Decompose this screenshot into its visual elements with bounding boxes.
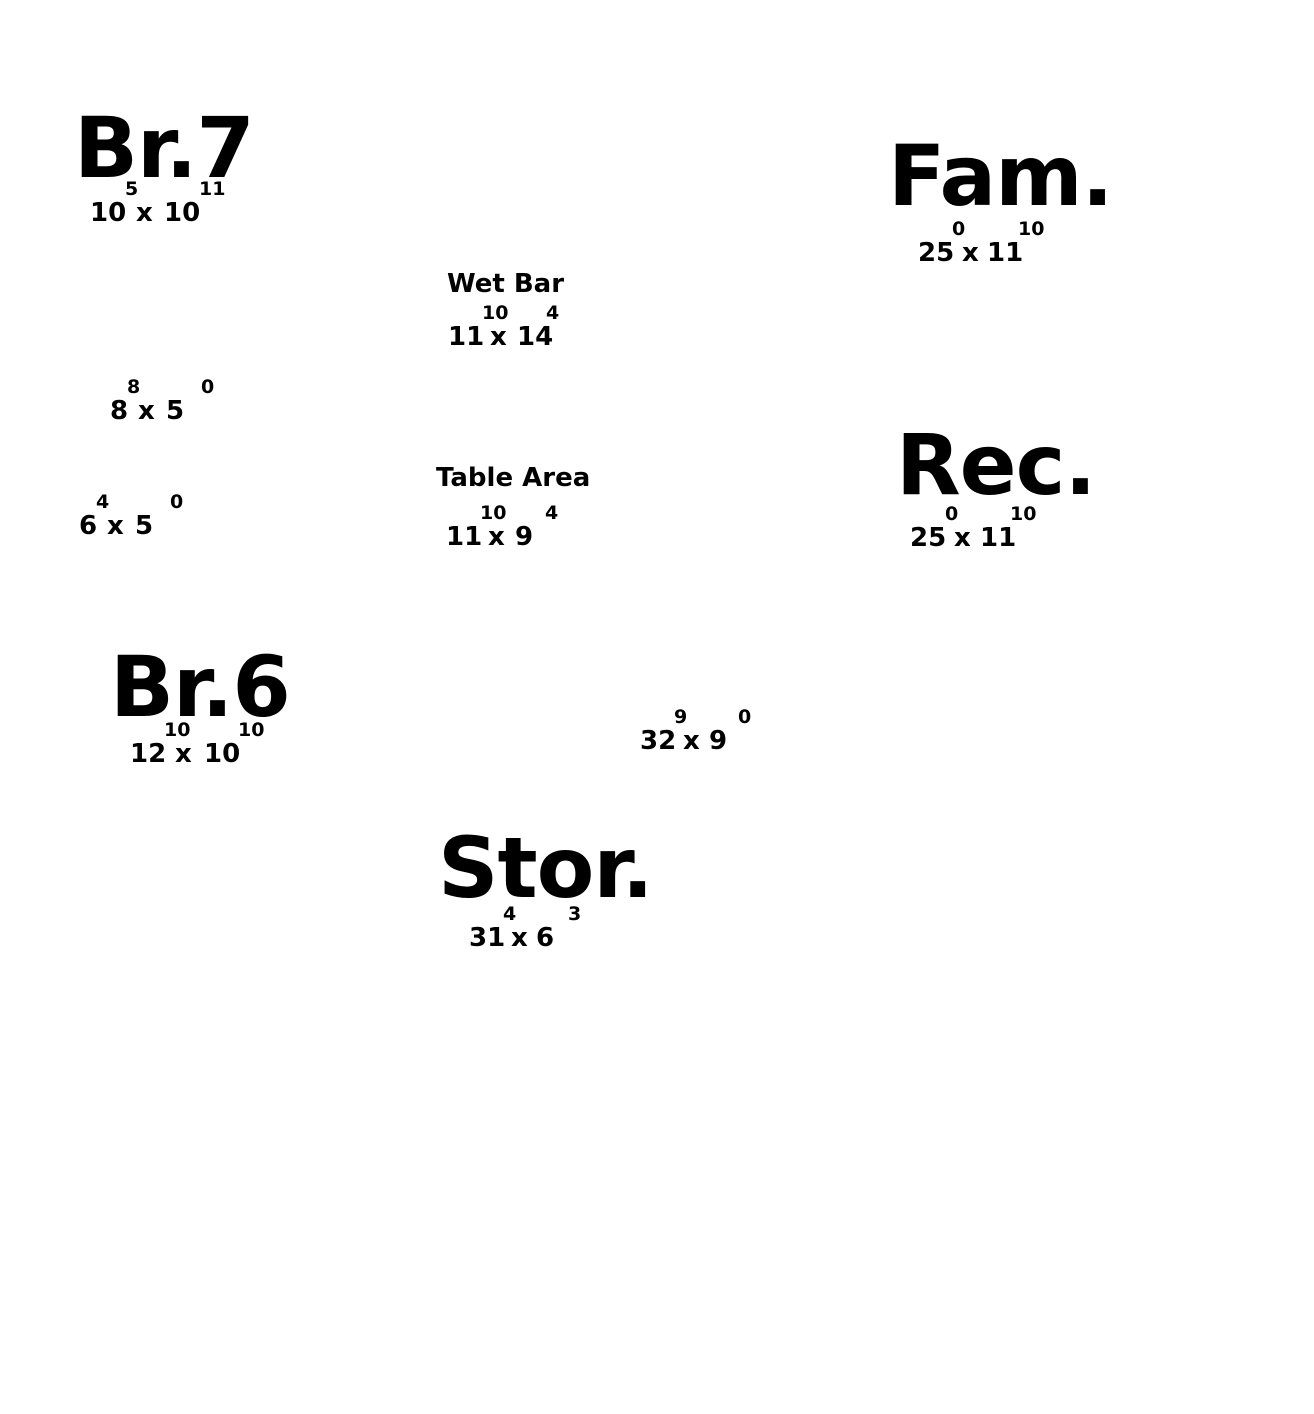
height-inches: 0	[738, 706, 752, 728]
width-feet: 25	[910, 523, 947, 553]
dimension-separator: x	[107, 511, 124, 541]
height-inches: 3	[568, 903, 582, 925]
width-inches: 4	[96, 491, 110, 513]
dimension-separator: x	[138, 396, 155, 426]
room-br6: Br.6	[110, 638, 291, 736]
width-feet: 8	[110, 396, 129, 426]
dimension-separator: x	[488, 522, 505, 552]
room-storage: Stor.	[438, 819, 654, 917]
height-feet: 11	[987, 238, 1024, 268]
height-inches: 10	[1010, 503, 1037, 525]
room-dimension: 32 9 x 9 0	[640, 706, 770, 758]
height-inches: 11	[199, 178, 226, 200]
width-inches: 5	[125, 178, 139, 200]
room-dimension: 31 4 x 6 3	[469, 903, 599, 955]
dimension-separator: x	[962, 238, 979, 268]
width-feet: 11	[446, 522, 483, 552]
height-feet: 5	[135, 511, 154, 541]
height-inches: 10	[238, 719, 265, 741]
height-feet: 11	[980, 523, 1017, 553]
room-wet-bar: Wet Bar	[447, 271, 564, 297]
height-feet: 14	[517, 322, 554, 352]
room-br7: Br.7	[74, 99, 255, 197]
height-feet: 9	[515, 522, 534, 552]
height-inches: 4	[545, 502, 559, 524]
width-feet: 11	[448, 322, 485, 352]
room-recreation: Rec.	[896, 416, 1096, 514]
width-feet: 25	[918, 238, 955, 268]
room-name: Table Area	[436, 463, 591, 493]
width-inches: 10	[480, 502, 507, 524]
width-inches: 0	[952, 218, 966, 240]
room-name: Stor.	[438, 819, 654, 917]
height-inches: 4	[546, 302, 560, 324]
room-dimension: 10 5 x 10 11	[90, 178, 240, 230]
room-name: Fam.	[888, 127, 1114, 225]
width-feet: 31	[469, 923, 506, 953]
room-dimension: 25 0 x 11 10	[910, 503, 1050, 555]
height-feet: 9	[709, 726, 728, 756]
room-dimension: 12 10 x 10 10	[130, 719, 280, 771]
room-family: Fam.	[888, 127, 1114, 225]
width-feet: 6	[79, 511, 98, 541]
room-dimension: 11 10 x 14 4	[448, 302, 578, 354]
dimension-separator: x	[175, 739, 192, 769]
room-dimension: 11 10 x 9 4	[446, 502, 576, 554]
width-inches: 10	[482, 302, 509, 324]
width-feet: 12	[130, 739, 167, 769]
room-name: Br.6	[110, 638, 291, 736]
dimension-separator: x	[136, 198, 153, 228]
width-inches: 9	[674, 706, 688, 728]
room-dimension: 6 4 x 5 0	[79, 491, 199, 543]
dimension-separator: x	[954, 523, 971, 553]
room-name: Wet Bar	[447, 269, 565, 299]
width-inches: 0	[945, 503, 959, 525]
height-feet: 10	[164, 198, 201, 228]
room-dimension: 8 8 x 5 0	[110, 376, 230, 428]
room-name: Br.7	[74, 99, 255, 197]
width-inches: 8	[127, 376, 141, 398]
width-feet: 10	[90, 198, 127, 228]
height-feet: 10	[204, 739, 241, 769]
room-name: Rec.	[896, 416, 1096, 514]
height-inches: 0	[170, 491, 184, 513]
height-inches: 10	[1018, 218, 1045, 240]
dimension-separator: x	[511, 923, 528, 953]
width-inches: 4	[503, 903, 517, 925]
height-inches: 0	[201, 376, 215, 398]
room-dimension: 25 0 x 11 10	[918, 218, 1058, 270]
dimension-separator: x	[683, 726, 700, 756]
dimension-separator: x	[490, 322, 507, 352]
height-feet: 5	[166, 396, 185, 426]
room-table-area: Table Area	[436, 465, 590, 491]
width-feet: 32	[640, 726, 677, 756]
width-inches: 10	[164, 719, 191, 741]
height-feet: 6	[536, 923, 555, 953]
